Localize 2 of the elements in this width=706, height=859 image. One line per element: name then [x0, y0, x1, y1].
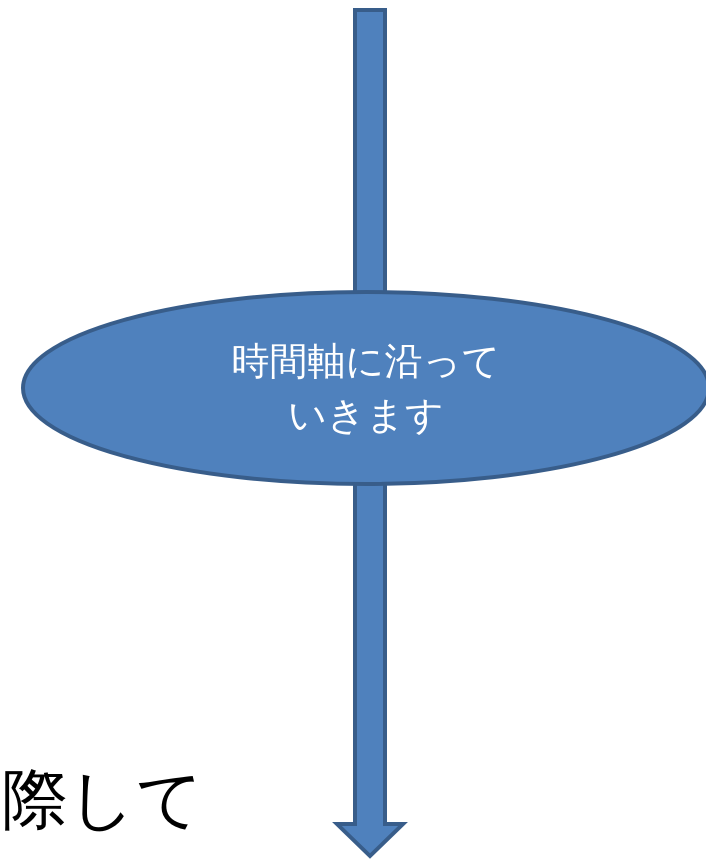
node-text: 時間軸に沿っていきます: [230, 338, 502, 439]
note-text: 際して: [2, 760, 204, 840]
